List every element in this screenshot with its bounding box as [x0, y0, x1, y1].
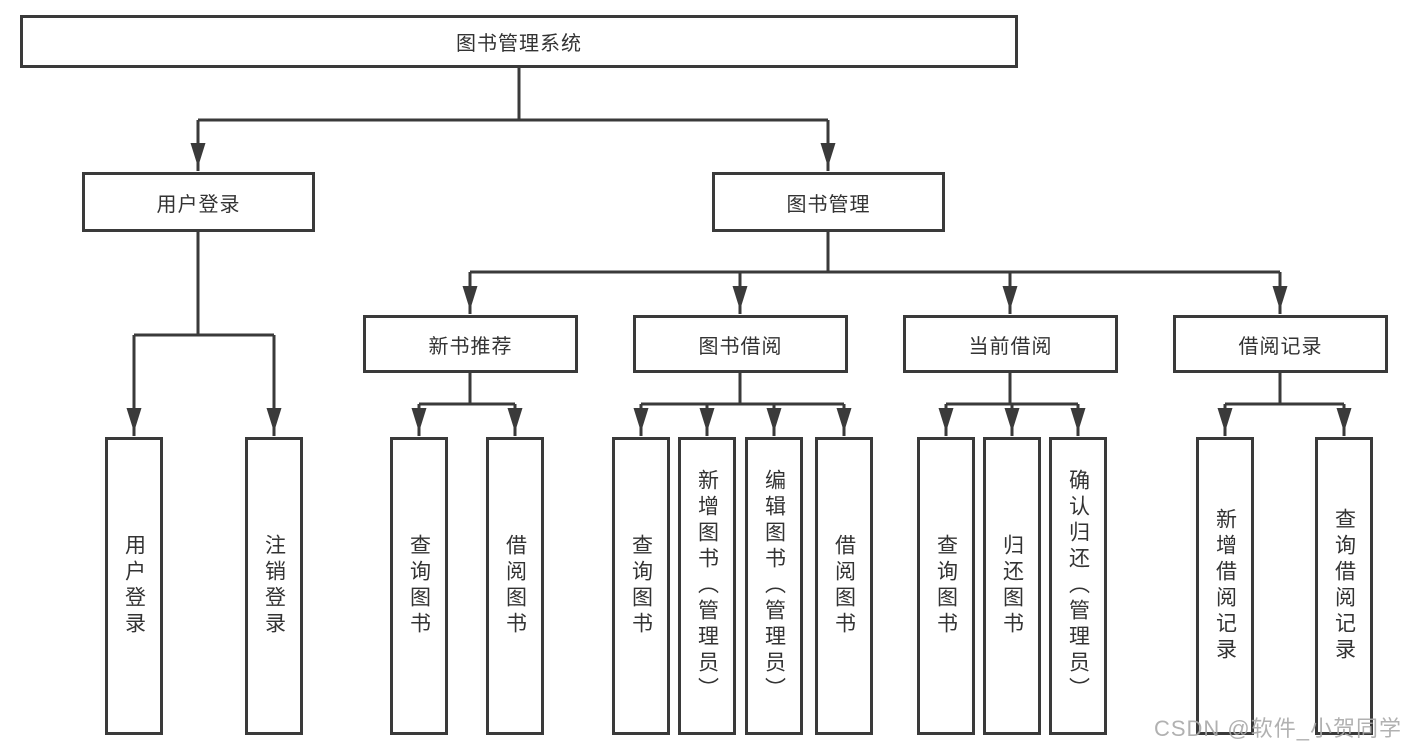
leaf-return-books: 归还图书 [983, 437, 1041, 735]
node-user-login: 用户登录 [82, 172, 315, 232]
leaf-add-books-admin: 新增图书（管理员） [678, 437, 736, 735]
leaf-query-books: 查询图书 [390, 437, 448, 735]
node-book-management: 图书管理 [712, 172, 945, 232]
node-book-borrowing: 图书借阅 [633, 315, 848, 373]
leaf-logout: 注销登录 [245, 437, 303, 735]
leaf-query-borrow-record: 查询借阅记录 [1315, 437, 1373, 735]
node-borrowing-records: 借阅记录 [1173, 315, 1388, 373]
leaf-borrow-books: 借阅图书 [815, 437, 873, 735]
leaf-add-borrow-record: 新增借阅记录 [1196, 437, 1254, 735]
node-new-book-recommendation: 新书推荐 [363, 315, 578, 373]
leaf-query-books: 查询图书 [612, 437, 670, 735]
leaf-query-books: 查询图书 [917, 437, 975, 735]
leaf-edit-books-admin: 编辑图书（管理员） [745, 437, 803, 735]
node-library-management-system: 图书管理系统 [20, 15, 1018, 68]
csdn-watermark: CSDN @软件_小贺同学 [1153, 716, 1402, 741]
leaf-borrow-books: 借阅图书 [486, 437, 544, 735]
node-current-borrowing: 当前借阅 [903, 315, 1118, 373]
leaf-user-login: 用户登录 [105, 437, 163, 735]
leaf-confirm-return-admin: 确认归还（管理员） [1049, 437, 1107, 735]
